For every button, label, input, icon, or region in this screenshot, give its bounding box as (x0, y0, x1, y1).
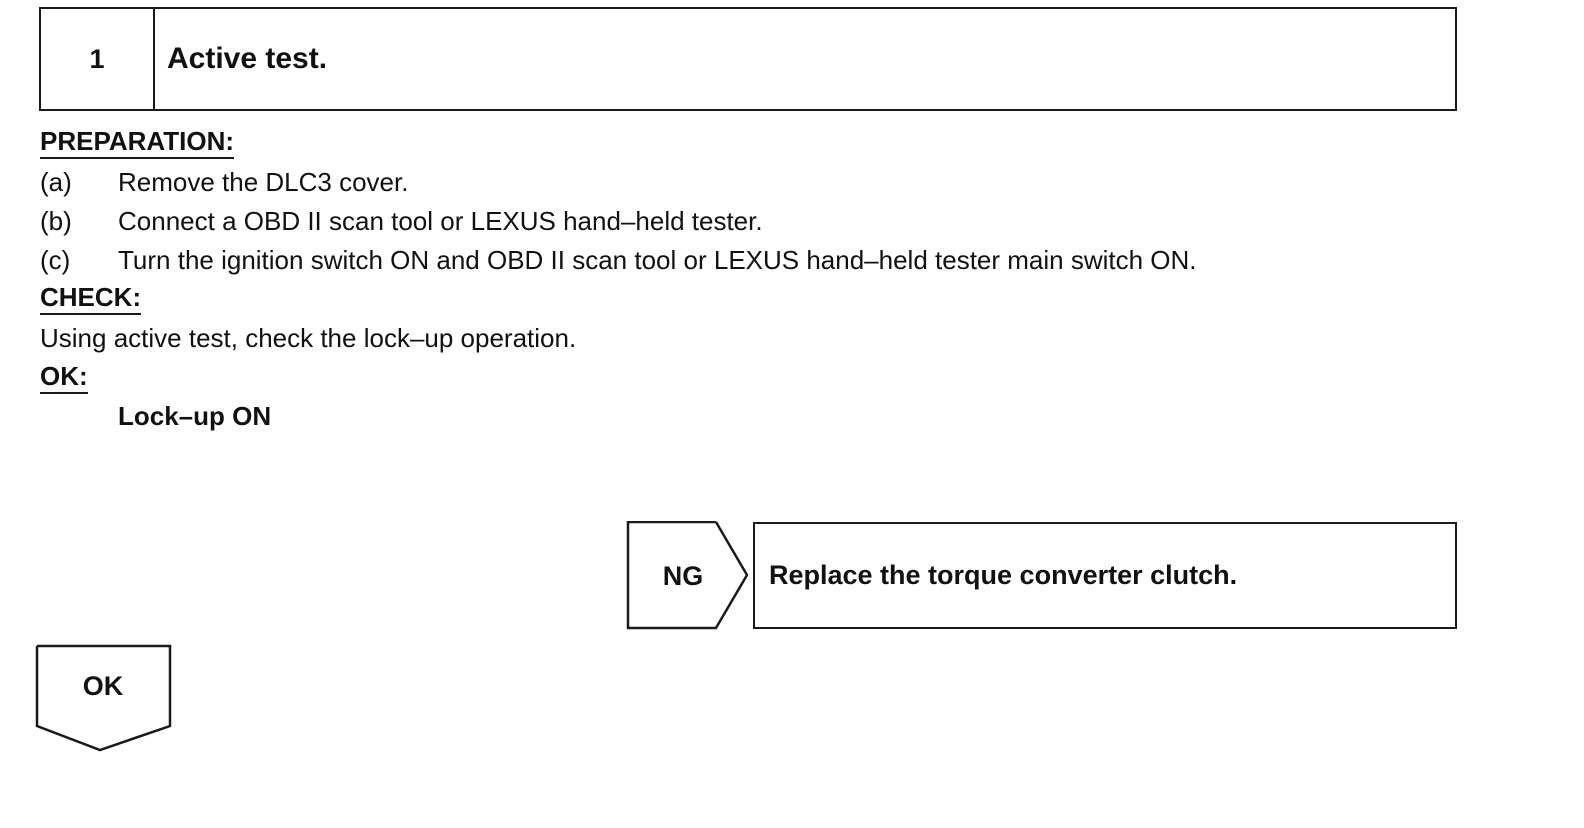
check-text: Using active test, check the lock–up ope… (40, 323, 577, 353)
preparation-item: (a) Remove the DLC3 cover. (40, 166, 408, 198)
preparation-item-text: Connect a OBD II scan tool or LEXUS hand… (118, 206, 763, 236)
ok-label: OK (82, 671, 124, 701)
preparation-item-label: (c) (40, 245, 71, 275)
step-number: 1 (41, 9, 155, 109)
ok-branch-tab (35, 644, 172, 752)
ng-action-box: Replace the torque converter clutch. (753, 522, 1457, 629)
step-title: Active test. (167, 42, 328, 75)
preparation-item: (c) Turn the ignition switch ON and OBD I… (40, 244, 1197, 276)
ng-action-text: Replace the torque converter clutch. (769, 560, 1238, 590)
step-header: 1 Active test. (39, 7, 1457, 111)
ok-heading: OK: (40, 361, 88, 394)
preparation-item-text: Remove the DLC3 cover. (118, 167, 409, 197)
ng-label: NG (662, 561, 704, 591)
preparation-item-label: (a) (40, 167, 72, 197)
preparation-heading: PREPARATION: (40, 126, 235, 159)
ok-result-text: Lock–up ON (118, 401, 272, 431)
preparation-item: (b) Connect a OBD II scan tool or LEXUS h… (40, 205, 763, 237)
ng-branch-tab (626, 521, 749, 630)
preparation-item-label: (b) (40, 206, 72, 236)
check-heading: CHECK: (40, 282, 142, 315)
preparation-item-text: Turn the ignition switch ON and OBD II s… (118, 245, 1197, 275)
